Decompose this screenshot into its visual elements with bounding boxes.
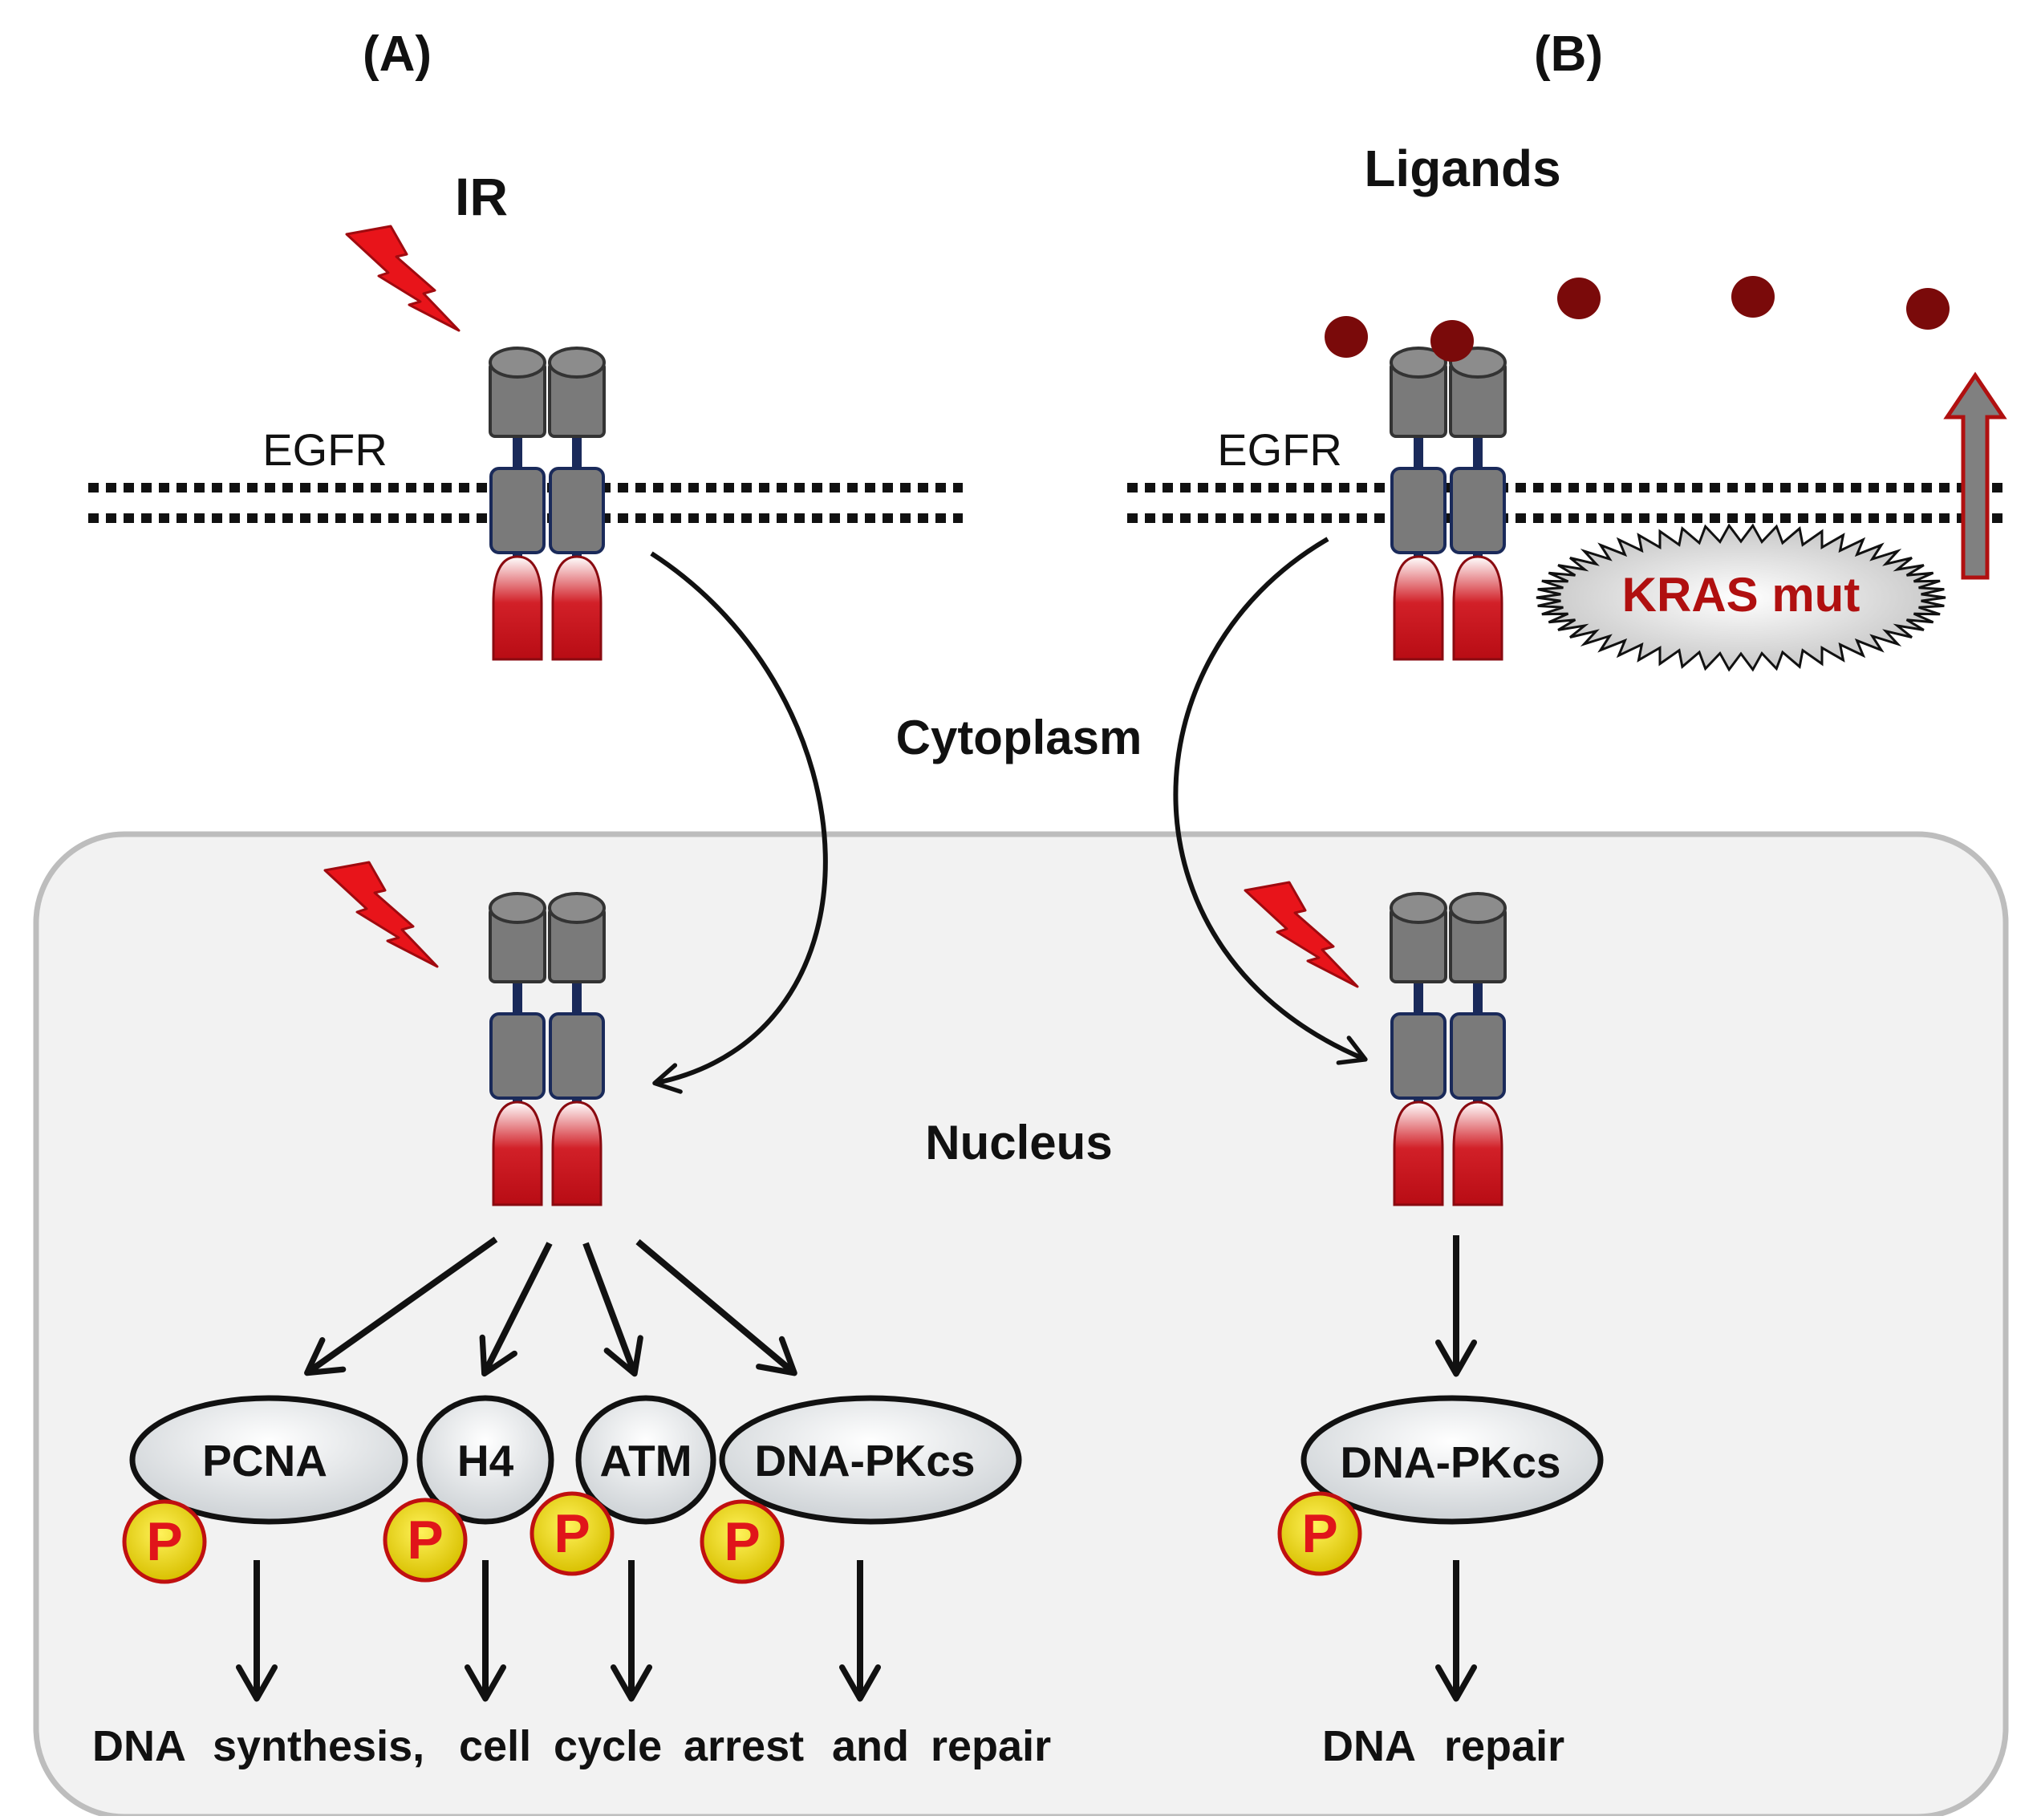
phospho-dna-pkcs-a: P — [700, 1499, 785, 1584]
up-arrow-icon — [1943, 371, 2007, 580]
lightning-icon — [323, 861, 439, 968]
target-label-pcna: PCNA — [202, 1436, 327, 1486]
outcome-text-a: DNA synthesis, cell cycle arrest and rep… — [92, 1722, 1051, 1770]
lightning-icon — [345, 225, 461, 332]
target-label-h4: H4 — [457, 1436, 514, 1486]
phospho-dna-pkcs-b: P — [1277, 1491, 1362, 1576]
outcome-a-word: and — [832, 1722, 909, 1770]
lightning-icon — [1244, 881, 1359, 988]
ligand-icon — [1906, 288, 1950, 330]
target-label-dna-pkcs-a: DNA-PKcs — [754, 1436, 975, 1486]
phospho-label: P — [407, 1510, 443, 1571]
ligand-icon — [1430, 320, 1474, 362]
outcome-a-word: cycle — [554, 1722, 662, 1770]
outcome-a-word: synthesis, — [213, 1722, 424, 1770]
outcome-a-word: DNA — [92, 1722, 186, 1770]
stimulus-ir-label: IR — [455, 167, 508, 226]
receptor-icon — [1390, 892, 1507, 1206]
receptor-layer — [489, 347, 1507, 1206]
outcome-a-word: repair — [931, 1722, 1051, 1770]
target-dna-pkcs-b: DNA-PKcs — [1300, 1395, 1604, 1525]
signal-arrows-a — [304, 1236, 797, 1377]
receptor-label-b: EGFR — [1217, 424, 1342, 475]
phospho-label: P — [554, 1503, 590, 1564]
kras-mutation-label: KRAS mut — [1622, 568, 1860, 622]
plasma-membrane-a — [88, 483, 963, 523]
phospho-icon — [1277, 1491, 1362, 1576]
outcome-a-word: cell — [459, 1722, 531, 1770]
outcome-a-word: arrest — [684, 1722, 804, 1770]
ligand-icon — [1731, 276, 1775, 318]
ligand-group — [1325, 276, 1950, 362]
nucleus-label: Nucleus — [925, 1116, 1112, 1169]
phospho-icon — [530, 1491, 615, 1576]
translocation-arrow-b — [1173, 537, 1368, 1065]
outcome-b-word: DNA — [1322, 1722, 1416, 1770]
receptor-icon — [489, 892, 606, 1206]
translocation-arrow-a — [650, 551, 828, 1094]
target-label-dna-pkcs-b: DNA-PKcs — [1340, 1437, 1560, 1487]
phospho-icon — [383, 1498, 468, 1583]
panel-label-a: (A) — [363, 26, 432, 82]
target-pcna: PCNA — [129, 1395, 408, 1525]
cytoplasm-label: Cytoplasm — [896, 711, 1142, 764]
phospho-h4: P — [383, 1498, 468, 1583]
outcome-text-b: DNA repair — [1322, 1722, 1564, 1770]
phospho-label: P — [1301, 1503, 1337, 1564]
ligand-icon — [1557, 278, 1601, 319]
stimulus-ligands-label: Ligands — [1364, 140, 1560, 197]
receptor-label-a: EGFR — [262, 424, 388, 475]
phospho-label: P — [724, 1511, 760, 1572]
phospho-pcna: P — [122, 1499, 207, 1584]
target-dna-pkcs-a: DNA-PKcs — [719, 1395, 1022, 1525]
ligand-icon — [1325, 316, 1368, 358]
kras-mutation-badge: KRAS mut — [1536, 523, 1946, 672]
target-h4: H4 — [416, 1395, 554, 1525]
panel-label-b: (B) — [1534, 26, 1603, 82]
nucleus-compartment — [33, 831, 2009, 1820]
outcome-b-word: repair — [1444, 1722, 1564, 1770]
lightning-layer — [323, 225, 1359, 988]
phospho-label: P — [146, 1511, 182, 1572]
phospho-icon — [700, 1499, 785, 1584]
phospho-icon — [122, 1499, 207, 1584]
plasma-membrane-b — [1127, 483, 2006, 523]
target-atm: ATM — [575, 1395, 716, 1525]
outcome-arrows-a — [235, 1560, 882, 1702]
phospho-atm: P — [530, 1491, 615, 1576]
receptor-icon — [489, 347, 606, 661]
target-label-atm: ATM — [599, 1436, 692, 1486]
receptor-icon — [1390, 347, 1507, 661]
